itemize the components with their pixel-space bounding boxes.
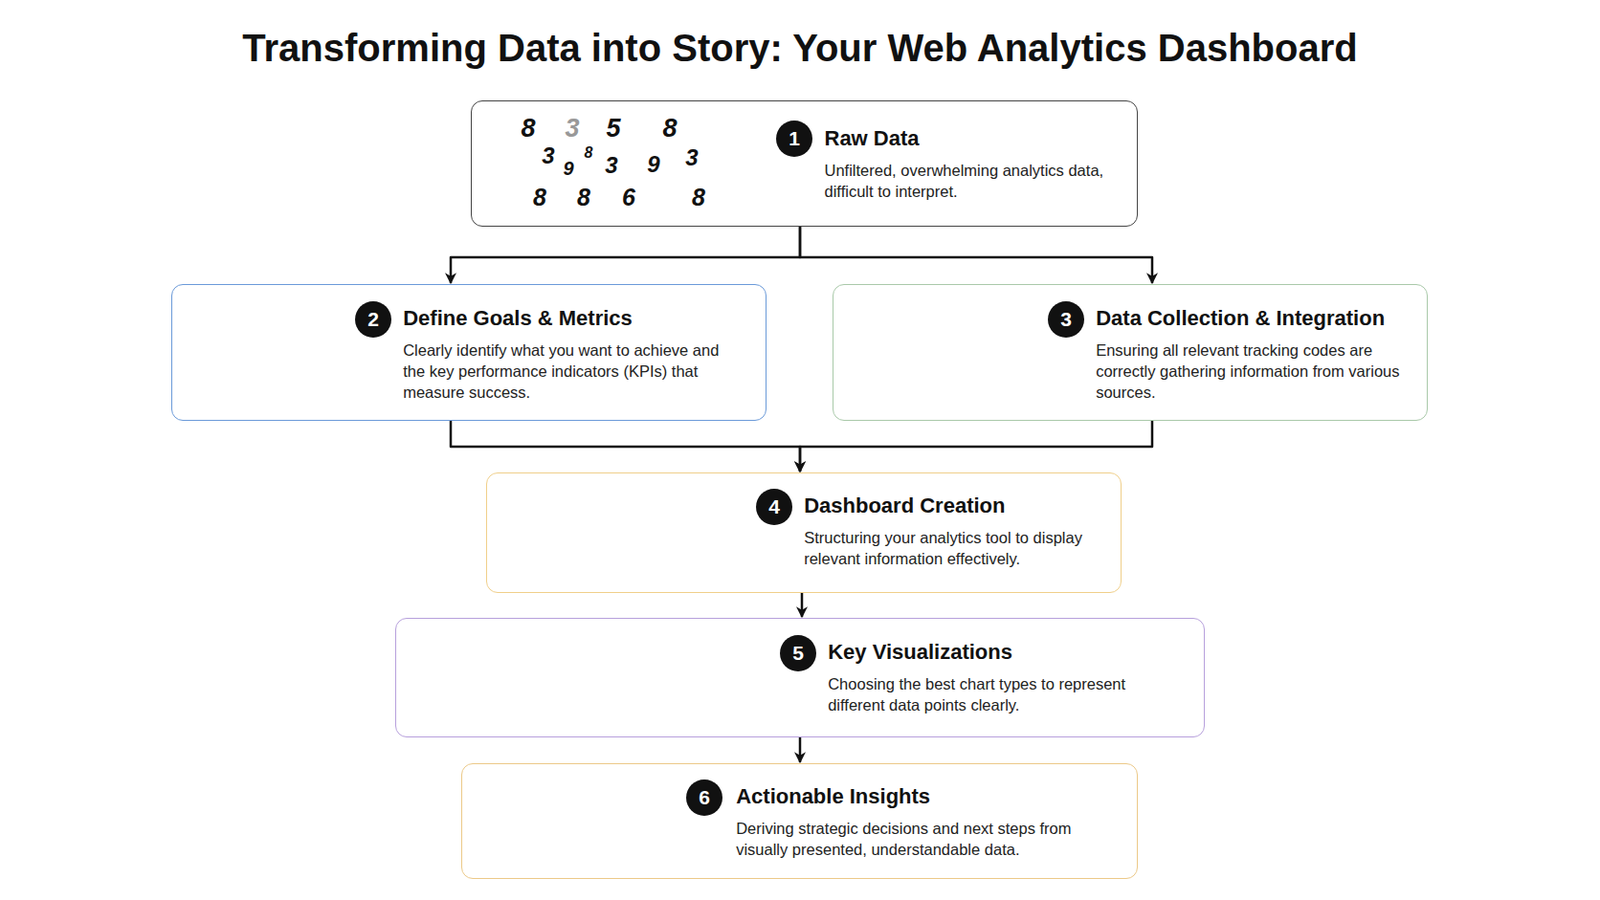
callout-number: 2 [355, 301, 392, 338]
callout-number: 6 [686, 779, 723, 817]
data-digit: 3 [564, 115, 579, 142]
step-description: Choosing the best chart types to represe… [827, 673, 1158, 716]
step-description: Structuring your analytics tool to displ… [803, 527, 1111, 570]
step-description: Unfiltered, overwhelming analytics data,… [824, 159, 1112, 202]
data-digit: 3 [685, 146, 698, 170]
diagram-title: Transforming Data into Story: Your Web A… [0, 22, 1600, 73]
data-digit: 3 [604, 154, 618, 178]
step-heading: Dashboard Creation [803, 492, 1111, 520]
callout-number: 3 [1047, 301, 1085, 338]
text-column: Actionable InsightsDeriving strategic de… [735, 783, 1105, 861]
step-heading: Key Visualizations [827, 639, 1158, 667]
flow-connector [800, 593, 804, 618]
data-digit: 8 [584, 145, 594, 161]
text-column: Raw DataUnfiltered, overwhelming analyti… [824, 125, 1112, 202]
data-digit: 6 [622, 185, 636, 210]
data-digit: 3 [541, 144, 555, 168]
callout-number: 4 [755, 488, 793, 526]
process-box: Define Goals & MetricsClearly identify w… [171, 284, 767, 422]
callout-number: 1 [776, 120, 813, 157]
process-box: Actionable InsightsDeriving strategic de… [461, 763, 1138, 880]
data-digit: 9 [646, 153, 660, 177]
flow-connector [800, 226, 1153, 284]
step-heading: Data Collection & Integration [1095, 305, 1402, 333]
text-column: Data Collection & IntegrationEnsuring al… [1095, 305, 1402, 403]
text-column: Key VisualizationsChoosing the best char… [827, 639, 1158, 716]
flow-connector [799, 737, 802, 763]
step-description: Ensuring all relevant tracking codes are… [1095, 339, 1402, 403]
flow-connector [800, 421, 1153, 472]
process-box: Data Collection & IntegrationEnsuring al… [832, 284, 1428, 422]
step-heading: Define Goals & Metrics [402, 305, 729, 333]
step-description: Deriving strategic decisions and next st… [735, 818, 1105, 861]
data-digit: 5 [605, 115, 621, 142]
step-heading: Raw Data [824, 125, 1112, 153]
data-digit: 8 [662, 115, 677, 142]
flow-connector [450, 226, 800, 284]
step-heading: Actionable Insights [735, 783, 1105, 811]
data-digit: 8 [691, 185, 706, 210]
text-column: Dashboard CreationStructuring your analy… [803, 492, 1111, 570]
step-description: Clearly identify what you want to achiev… [402, 339, 729, 403]
data-digit: 8 [520, 115, 535, 142]
data-digit: 9 [562, 158, 574, 178]
data-digit: 8 [577, 185, 591, 210]
callout-number: 5 [779, 635, 817, 672]
process-box: Dashboard CreationStructuring your analy… [486, 472, 1122, 594]
data-digit: 8 [533, 185, 547, 210]
flow-connector [450, 421, 800, 472]
text-column: Define Goals & MetricsClearly identify w… [402, 305, 729, 403]
